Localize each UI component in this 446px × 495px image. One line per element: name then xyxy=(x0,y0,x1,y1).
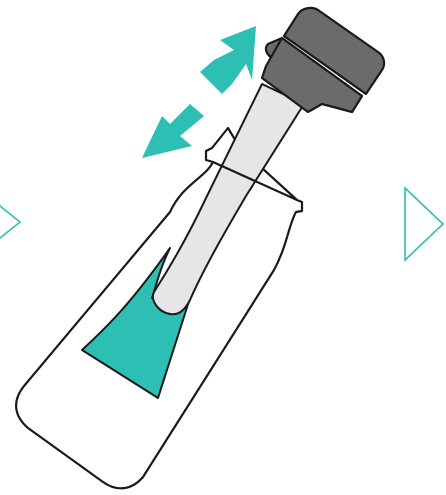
arrow-down-left-icon xyxy=(142,104,204,158)
arrow-up-right-icon xyxy=(200,26,256,94)
